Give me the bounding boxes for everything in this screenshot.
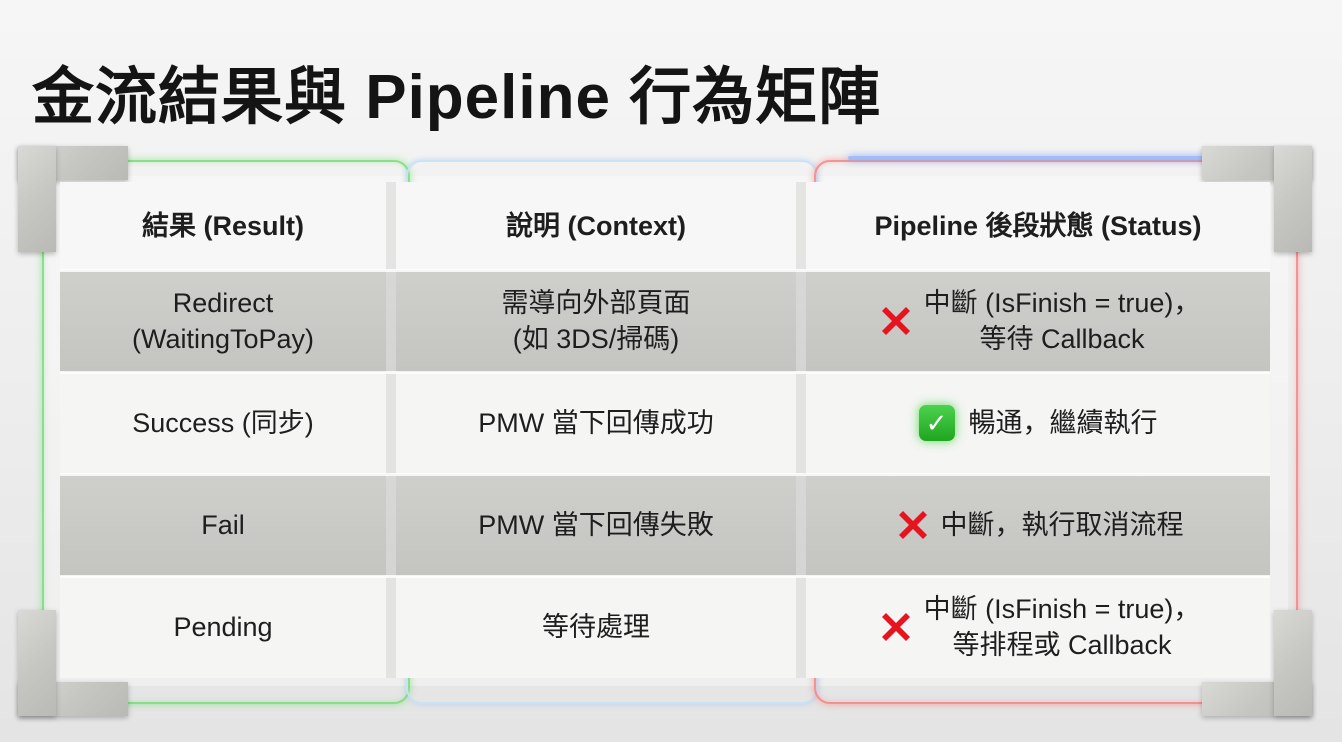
cross-mark-icon (898, 511, 927, 539)
corner-bracket-top-left-vertical (18, 146, 56, 252)
behavior-matrix-table: 結果 (Result) 說明 (Context) Pipeline 後段狀態 (… (60, 182, 1270, 678)
row-redirect-status: 中斷 (IsFinish = true)， 等待 Callback (806, 270, 1270, 372)
status-line: 暢通，繼續執行 (968, 408, 1158, 438)
page-title: 金流結果與 Pipeline 行為矩陣 (32, 63, 882, 132)
status-line: 中斷 (IsFinish = true)， (923, 288, 1201, 318)
top-glow-line (848, 156, 1228, 160)
context-line: (如 3DS/掃碼) (512, 324, 680, 354)
row-pending-context: 等待處理 (396, 576, 806, 678)
result-line: (WaitingToPay) (131, 324, 315, 354)
header-result: 結果 (Result) (60, 182, 396, 270)
context-line: 等待處理 (542, 612, 650, 642)
result-line: Redirect (172, 288, 274, 318)
cross-mark-icon (881, 307, 910, 335)
header-status: Pipeline 後段狀態 (Status) (806, 182, 1270, 270)
header-context: 說明 (Context) (396, 182, 806, 270)
row-success-result: Success (同步) (60, 372, 396, 474)
check-mark-icon: ✓ (918, 405, 955, 441)
status-line: 等待 Callback (979, 324, 1145, 354)
row-pending-result: Pending (60, 576, 396, 678)
context-line: 需導向外部頁面 (501, 288, 691, 318)
corner-bracket-bottom-left-vertical (18, 610, 56, 716)
result-line: Fail (201, 510, 245, 540)
row-redirect-result: Redirect (WaitingToPay) (60, 270, 396, 372)
row-success-context: PMW 當下回傳成功 (396, 372, 806, 474)
result-line: Success (同步) (132, 408, 314, 438)
row-divider (60, 371, 1270, 374)
row-redirect-context: 需導向外部頁面 (如 3DS/掃碼) (396, 270, 806, 372)
context-line: PMW 當下回傳失敗 (478, 510, 714, 540)
row-success-status: ✓ 暢通，繼續執行 (806, 372, 1270, 474)
status-line: 中斷 (IsFinish = true)， (923, 594, 1201, 624)
corner-bracket-bottom-right-vertical (1274, 610, 1312, 716)
row-fail-context: PMW 當下回傳失敗 (396, 474, 806, 576)
status-line: 等排程或 Callback (952, 630, 1172, 660)
row-divider (60, 269, 1270, 272)
status-line: 中斷，執行取消流程 (940, 510, 1184, 540)
row-fail-result: Fail (60, 474, 396, 576)
corner-bracket-top-right-vertical (1274, 146, 1312, 252)
row-divider (60, 473, 1270, 476)
row-pending-status: 中斷 (IsFinish = true)， 等排程或 Callback (806, 576, 1270, 678)
row-divider (60, 575, 1270, 578)
row-fail-status: 中斷，執行取消流程 (806, 474, 1270, 576)
result-line: Pending (173, 612, 273, 642)
cross-mark-icon (881, 613, 910, 641)
context-line: PMW 當下回傳成功 (478, 408, 714, 438)
